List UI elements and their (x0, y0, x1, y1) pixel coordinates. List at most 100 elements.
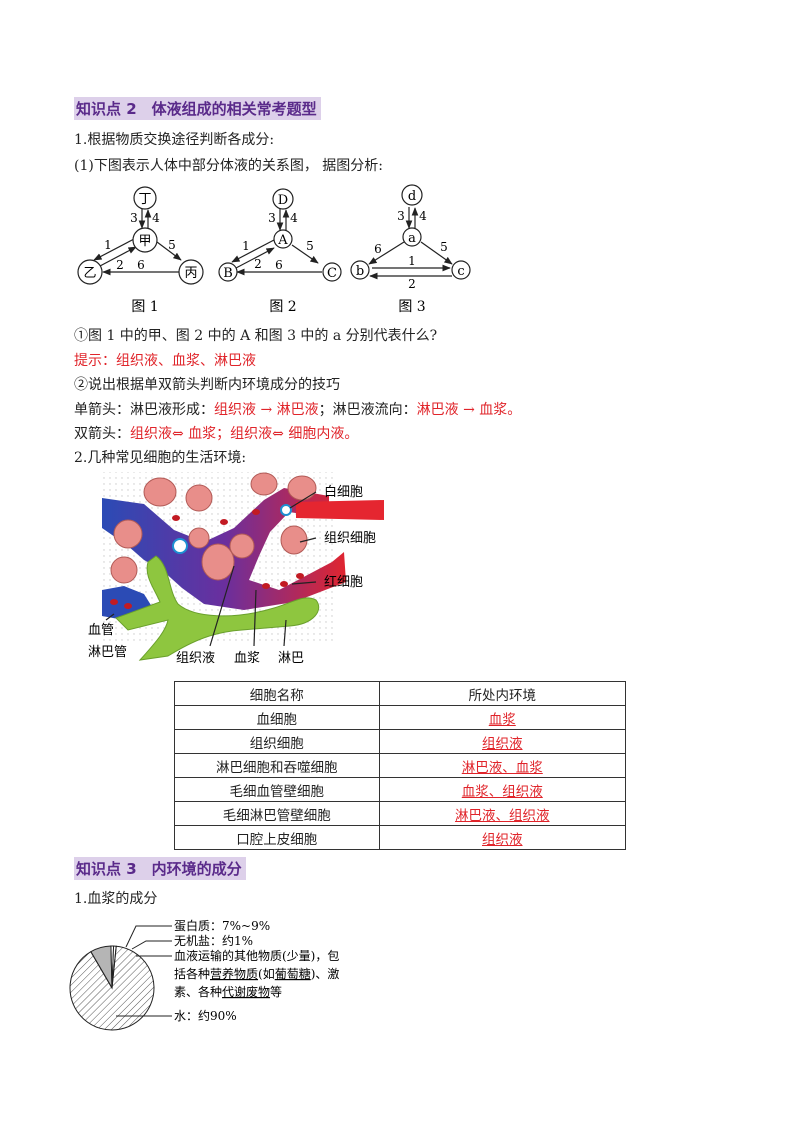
tissue-cell (229, 533, 255, 559)
label-4: 4 (290, 211, 298, 225)
single-arrow-value-2: 淋巴液 → 血浆。 (416, 402, 522, 418)
label-5: 5 (440, 240, 448, 254)
label-white-cell: 白细胞 (324, 484, 363, 500)
label-plasma: 血浆 (234, 651, 260, 666)
table-header-row: 细胞名称 所处内环境 (174, 681, 627, 706)
tissue-cell (201, 543, 235, 581)
cell-environment-illustration: 白细胞 组织细胞 红细胞 血管 淋巴管 组织液 血浆 淋巴 (88, 472, 384, 666)
red-blood-cell (110, 599, 118, 605)
single-arrow-label: 单箭头：淋巴液形成： (74, 402, 214, 418)
node-center: a (408, 231, 416, 246)
diagram-2: D A B C 3 4 1 5 2 6 图 2 (218, 188, 342, 315)
label-4: 4 (419, 209, 427, 223)
table-row: 口腔上皮细胞 组织液 (174, 825, 627, 850)
single-arrow-value-1: 组织液 → 淋巴液 (214, 402, 319, 418)
node-right: C (327, 266, 337, 281)
table-row: 淋巴细胞和吞噬细胞 淋巴液、血浆 (174, 753, 627, 778)
table-row: 血细胞 血浆 (174, 705, 627, 730)
node-top: D (278, 193, 288, 208)
label-3: 3 (268, 211, 276, 225)
node-top: 丁 (138, 192, 151, 207)
tissue-cell (280, 525, 308, 555)
label-2: 2 (116, 258, 124, 272)
table-cell: 口腔上皮细胞 (174, 825, 380, 850)
tissue-cell (188, 527, 210, 549)
tissue-cell (113, 519, 143, 549)
table-cell: 血浆、组织液 (378, 777, 627, 802)
table-row: 毛细淋巴管壁细胞 淋巴液、组织液 (174, 801, 627, 826)
label-3: 3 (397, 209, 405, 223)
section3-heading: 知识点 3 内环境的成分 (74, 857, 246, 880)
label-lymph: 淋巴 (278, 651, 304, 666)
pie-label-other-1: 血液运输的其他物质(少量)，包 (174, 948, 339, 963)
question-b: ②说出根据单双箭头判断内环境成分的技巧 (74, 377, 340, 393)
label-6: 6 (374, 242, 382, 256)
node-center: A (277, 233, 288, 248)
double-arrow-value: 组织液⇔ 血浆；组织液⇔ 细胞内液。 (130, 426, 359, 442)
node-right: c (457, 264, 464, 279)
lymph-vessel (115, 555, 320, 661)
table-cell: 血浆 (378, 705, 627, 730)
label-red-cell: 红细胞 (324, 574, 363, 590)
label-1: 1 (242, 239, 250, 253)
cell-environment-table: 细胞名称 所处内环境 血细胞 血浆 组织细胞 组织液 淋巴细胞和吞噬细胞 淋巴液… (174, 681, 627, 850)
table-header: 所处内环境 (378, 681, 627, 706)
section3-question-1: 1.血浆的成分 (74, 891, 158, 907)
pie-slices (69, 945, 155, 1031)
pie-label-protein: 蛋白质：7%~9% (174, 918, 270, 933)
red-blood-cell (220, 519, 228, 525)
fluid-relationship-diagrams: 丁 甲 乙 丙 3 4 1 5 2 6 图 1 D A B C 3 4 1 5 … (77, 184, 471, 315)
diagram-1: 丁 甲 乙 丙 3 4 1 5 2 6 图 1 (77, 186, 204, 315)
tissue-cell (143, 477, 177, 507)
table-cell: 组织液 (378, 729, 627, 754)
table-cell: 毛细淋巴管壁细胞 (174, 801, 380, 826)
red-blood-cell (172, 515, 180, 521)
question-1-sub: (1)下图表示人体中部分体液的关系图， 据图分析: (74, 158, 383, 174)
label-1: 1 (104, 238, 112, 252)
node-center: 甲 (138, 234, 151, 249)
node-left: b (356, 264, 364, 279)
pie-label-other-3: 素、各种代谢废物等 (174, 984, 282, 999)
node-right: 丙 (184, 266, 197, 281)
red-blood-cell (262, 583, 270, 589)
pie-label-water: 水：约90% (174, 1008, 237, 1023)
node-top: d (408, 189, 416, 204)
pie-slice-water (69, 945, 155, 1031)
tissue-cell (287, 475, 317, 501)
caption-3: 图 3 (398, 299, 425, 315)
node-left: B (223, 266, 233, 281)
label-tissue-cell: 组织细胞 (324, 531, 376, 546)
label-5: 5 (306, 239, 314, 253)
pie-label-salt: 无机盐：约1% (174, 933, 253, 948)
hint: 提示：组织液、血浆、淋巴液 (74, 353, 256, 369)
label-tissue-fluid: 组织液 (176, 651, 215, 666)
label-6: 6 (137, 258, 145, 272)
label-2: 2 (254, 257, 262, 271)
table-cell: 组织液 (378, 825, 627, 850)
single-arrow-mid: ；淋巴液流向： (318, 402, 417, 418)
label-6: 6 (275, 258, 283, 272)
caption-2: 图 2 (269, 299, 296, 315)
node-left: 乙 (83, 266, 96, 281)
caption-1: 图 1 (131, 299, 158, 315)
diagram-3: d a b c 3 4 6 5 1 2 图 3 (350, 184, 471, 315)
table-cell: 淋巴液、血浆 (378, 753, 627, 778)
label-1: 1 (408, 254, 416, 268)
red-blood-cell (124, 603, 132, 609)
table-cell: 组织细胞 (174, 729, 380, 754)
tissue-cell (110, 556, 138, 584)
double-arrow-line: 双箭头：组织液⇔ 血浆；组织液⇔ 细胞内液。 (74, 423, 358, 443)
label-5: 5 (168, 238, 176, 252)
label-2: 2 (408, 277, 416, 291)
table-cell: 淋巴细胞和吞噬细胞 (174, 753, 380, 778)
table-row: 组织细胞 组织液 (174, 729, 627, 754)
single-arrow-line: 单箭头：淋巴液形成：组织液 → 淋巴液；淋巴液流向：淋巴液 → 血浆。 (74, 399, 521, 419)
label-vessel: 血管 (88, 623, 114, 638)
pie-label-other-2: 括各种营养物质(如葡萄糖)、激 (174, 966, 339, 981)
tissue-cell (185, 484, 213, 512)
white-blood-cell (280, 504, 292, 516)
label-4: 4 (152, 211, 160, 225)
table-header: 细胞名称 (174, 681, 380, 706)
question-2: 2.几种常见细胞的生活环境: (74, 450, 247, 466)
tissue-cell (250, 472, 278, 496)
